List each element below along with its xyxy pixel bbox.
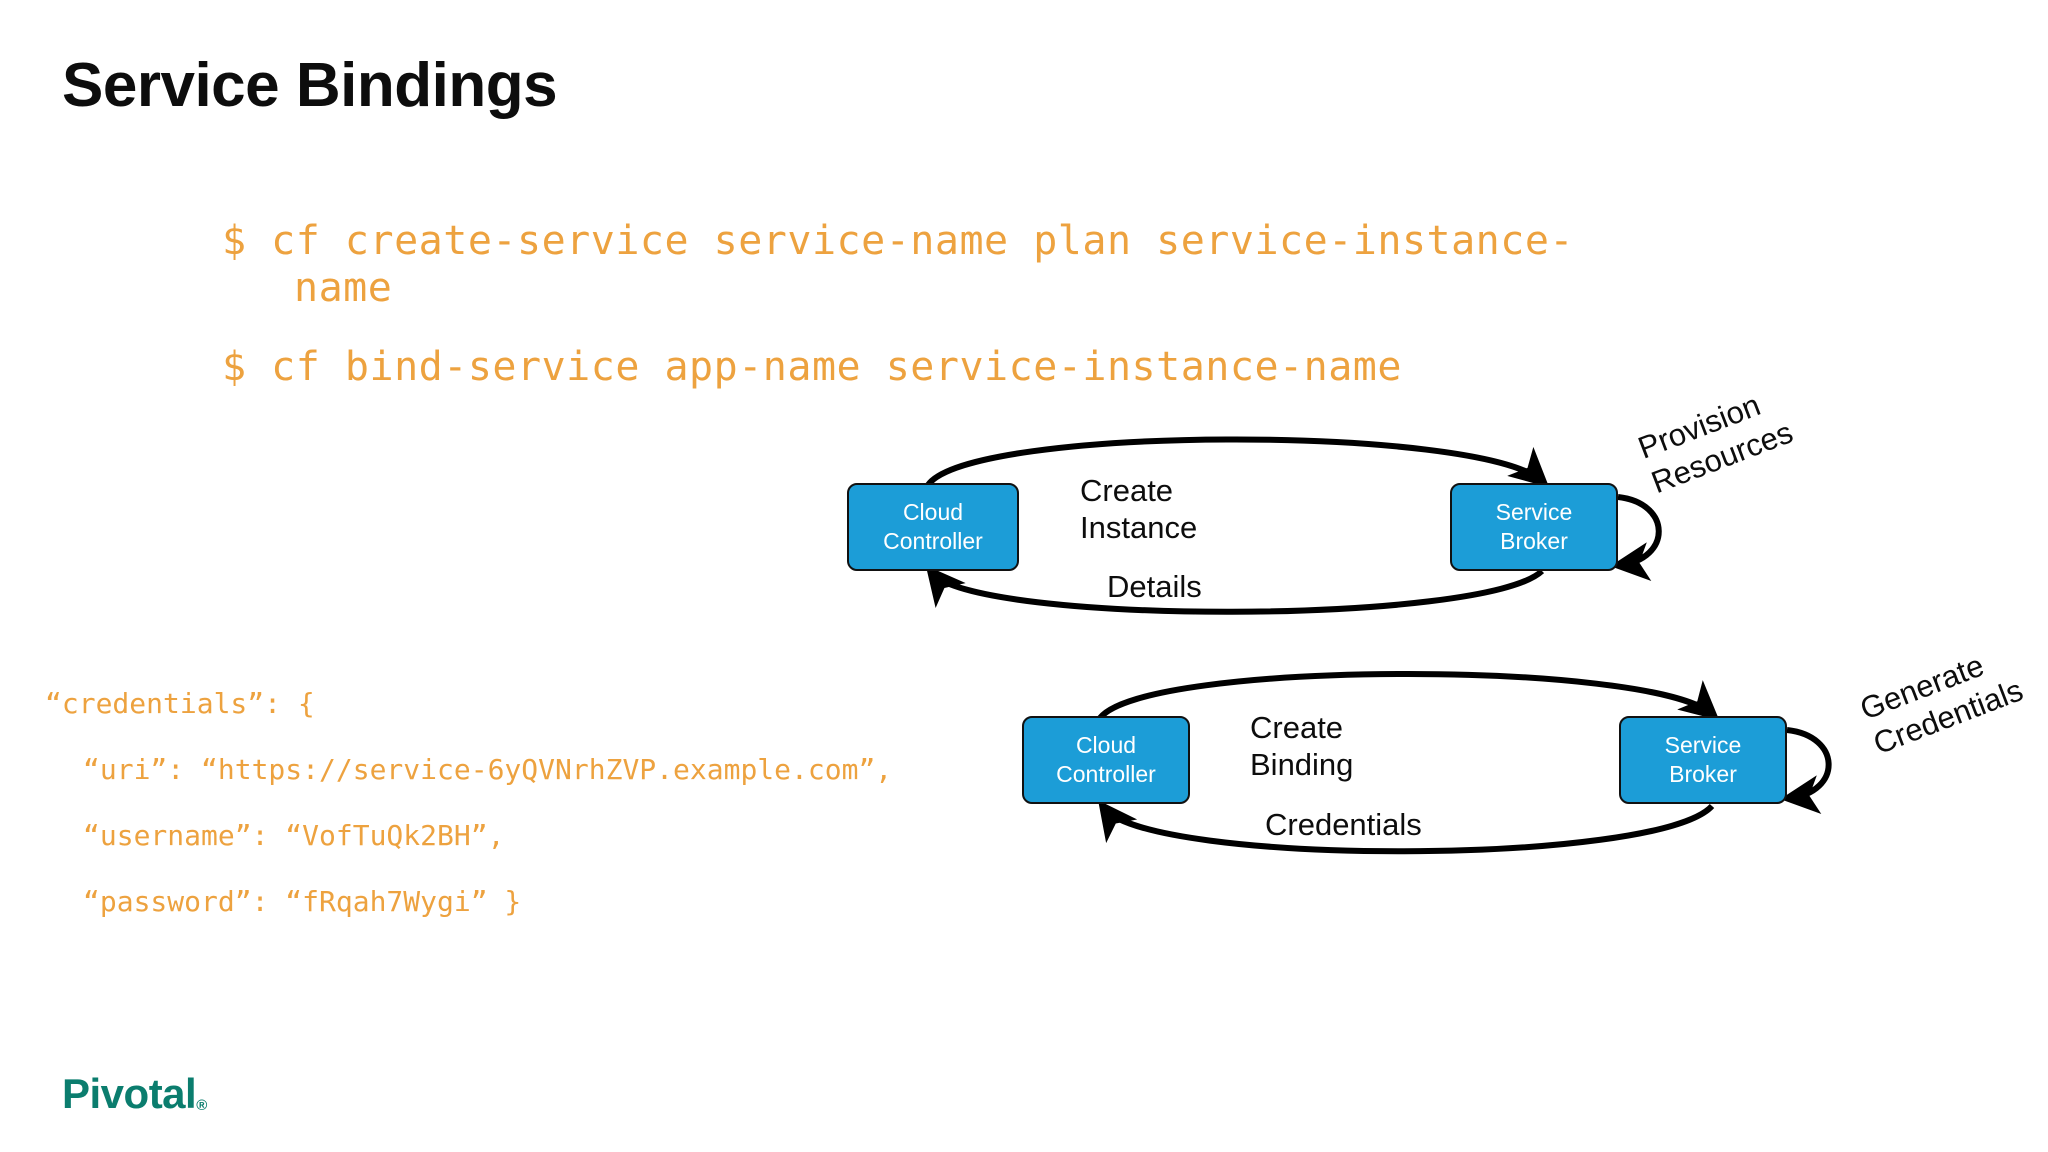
arrow-response — [1098, 800, 1715, 855]
node-service-broker-line2: Broker — [1669, 761, 1737, 787]
arrow-request — [1097, 671, 1720, 721]
node-service-broker-line1: Service — [1495, 498, 1573, 525]
node-service-broker-line1: Service — [1664, 731, 1742, 758]
arrow-self-loop — [1610, 494, 1662, 581]
arrow-request — [925, 436, 1550, 488]
node-service-broker: Service Broker — [1619, 716, 1787, 804]
cli-command-bind-service: $ cf bind-service app-name service-insta… — [222, 343, 1402, 390]
node-cloud-controller-line2: Controller — [1056, 761, 1156, 787]
edge-label-request: Create Binding — [1250, 710, 1354, 782]
arrow-self-loop — [1780, 727, 1832, 814]
cli-spacer — [222, 312, 1742, 344]
node-service-broker-line2: Broker — [1500, 528, 1568, 554]
loop-label-provision-resources: Provision Resources — [1633, 387, 1798, 501]
node-cloud-controller-line1: Cloud — [1075, 731, 1137, 758]
cli-command-block: $ cf create-service service-name plan se… — [222, 218, 1742, 390]
node-cloud-controller: Cloud Controller — [847, 483, 1019, 571]
credentials-json-block: “credentials”: { “uri”: “https://service… — [45, 690, 892, 954]
credentials-key-line: “credentials”: { — [45, 687, 315, 720]
credentials-uri-line: “uri”: “https://service-6yQVNrhZVP.examp… — [83, 753, 893, 786]
arrow-response — [925, 565, 1545, 615]
diagram-create-binding: Cloud Controller Service Broker Create B… — [1000, 668, 1832, 873]
node-service-broker: Service Broker — [1450, 483, 1618, 571]
edge-label-request: Create Instance — [1080, 473, 1198, 545]
diagram-create-instance-arrows — [925, 436, 1662, 615]
node-cloud-controller-line1: Cloud — [902, 498, 964, 525]
cli-command-create-service: $ cf create-service service-name plan se… — [222, 218, 1575, 264]
pivotal-logo-wordmark: Pivotal — [62, 1070, 197, 1117]
edge-label-response: Details — [1107, 569, 1202, 604]
node-cloud-controller-line2: Controller — [883, 528, 983, 554]
loop-label-generate-credentials: Generate Credentials — [1855, 647, 2028, 762]
node-cloud-controller: Cloud Controller — [1022, 716, 1190, 804]
diagram-create-instance: Cloud Controller Service Broker Create I… — [820, 425, 1662, 625]
registered-mark-icon: ® — [196, 1097, 207, 1114]
cli-command-create-service-wrap: name — [294, 264, 393, 311]
diagram-create-binding-arrows — [1097, 671, 1832, 855]
credentials-password-line: “password”: “fRqah7Wygi” } — [83, 885, 522, 918]
credentials-username-line: “username”: “VofTuQk2BH”, — [83, 819, 505, 852]
edge-label-response: Credentials — [1265, 807, 1422, 842]
pivotal-logo: Pivotal® — [62, 1070, 207, 1118]
page-title: Service Bindings — [62, 51, 558, 120]
